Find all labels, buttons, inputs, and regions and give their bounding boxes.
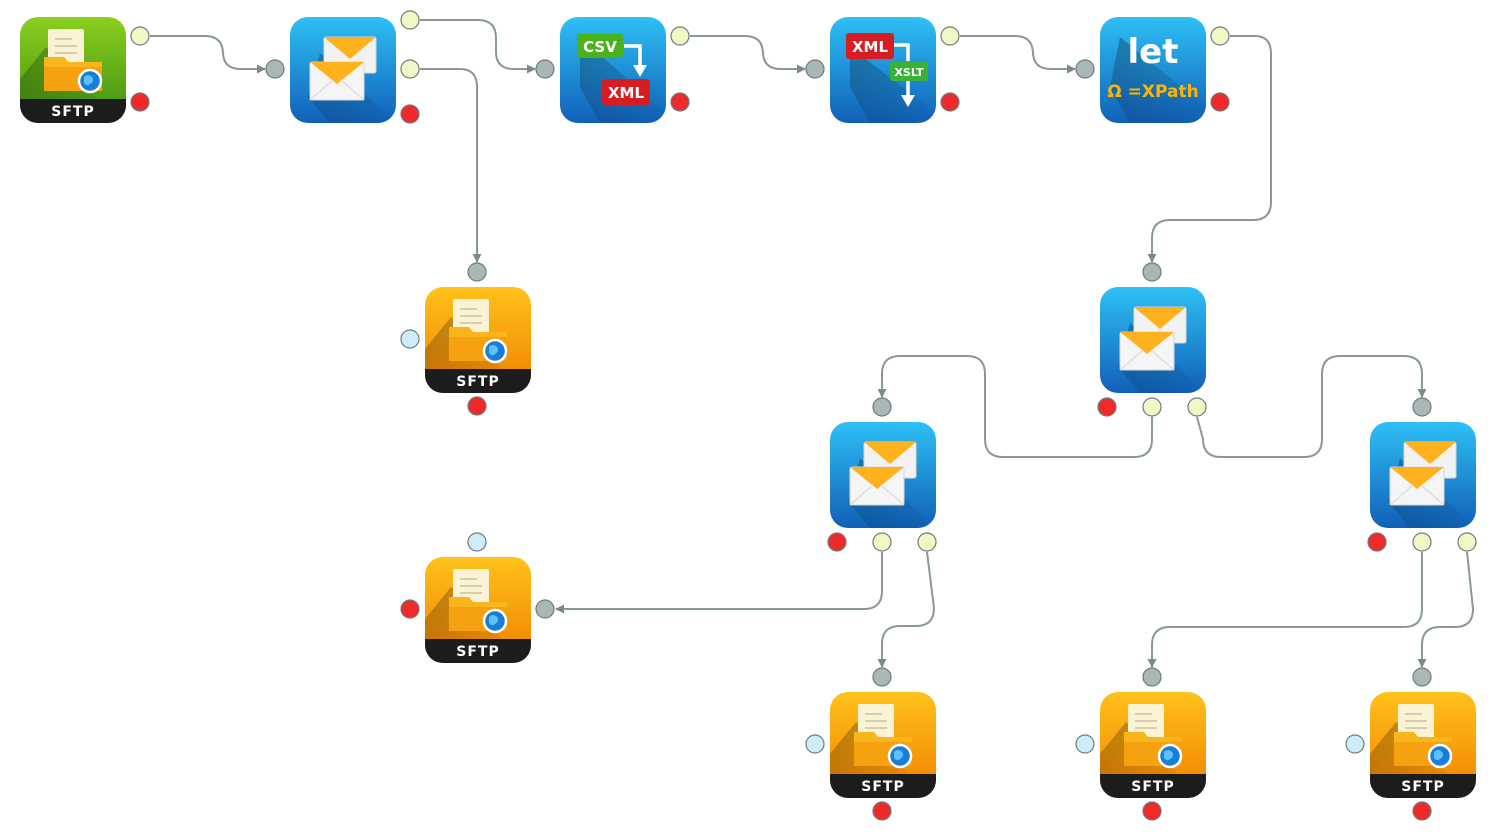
wire-xslt-to-let[interactable] [960,35,1076,74]
error-output-port[interactable] [1097,397,1117,417]
idle-port[interactable] [1345,734,1365,754]
node-label: SFTP [456,644,499,660]
error-output-port[interactable] [1142,801,1162,821]
ports [130,10,1477,821]
input-port[interactable] [265,59,285,79]
input-port[interactable] [1142,262,1162,282]
error-output-port[interactable] [827,532,847,552]
wire-let-to-message[interactable] [1147,35,1272,263]
wire-message-to-right-message[interactable] [1196,355,1427,458]
message-node[interactable] [1370,422,1476,528]
success-output-port[interactable] [670,26,690,46]
csv-to-xml-node[interactable]: CSV XML [560,17,666,123]
svg-text:let: let [1128,32,1179,72]
sftp-upload-node[interactable]: SFTP [830,692,936,798]
input-port[interactable] [1412,667,1432,687]
sftp-source-node[interactable]: SFTP [20,17,126,123]
wire-csv-xml-to-xslt[interactable] [690,35,806,74]
idle-port[interactable] [400,329,420,349]
success-output-port[interactable] [1412,532,1432,552]
success-output-port[interactable] [1142,397,1162,417]
input-port[interactable] [467,262,487,282]
node-label: SFTP [456,374,499,390]
error-output-port[interactable] [400,599,420,619]
error-output-port[interactable] [670,92,690,112]
success-output-port[interactable] [917,532,937,552]
node-label: SFTP [1401,779,1444,795]
idle-port[interactable] [467,532,487,552]
wire-message-to-sftp-upload[interactable] [420,68,482,263]
input-port[interactable] [872,397,892,417]
node-label: SFTP [861,779,904,795]
node-label: SFTP [1131,779,1174,795]
svg-text:CSV: CSV [583,38,617,56]
error-output-port[interactable] [1412,801,1432,821]
success-output-port[interactable] [400,59,420,79]
error-output-port[interactable] [1210,92,1230,112]
xml-xslt-icon: XML XSLT [846,33,936,123]
error-output-port[interactable] [872,801,892,821]
idle-port[interactable] [1075,734,1095,754]
wire-right-message-to-sftp-right[interactable] [1417,551,1475,668]
xslt-node[interactable]: XML XSLT [830,17,936,123]
input-port[interactable] [805,59,825,79]
svg-text:XSLT: XSLT [894,66,924,79]
csv-to-xml-icon: CSV XML [577,34,666,123]
input-port[interactable] [535,59,555,79]
error-output-port[interactable] [400,104,420,124]
let-xpath-node[interactable]: let Ω =XPath [1100,17,1206,123]
wire-right-message-to-sftp-mid[interactable] [1147,552,1423,668]
input-port[interactable] [1142,667,1162,687]
sftp-upload-node[interactable]: SFTP [425,287,531,393]
success-output-port[interactable] [872,532,892,552]
wire-message-to-csv-xml[interactable] [420,19,536,74]
error-output-port[interactable] [130,92,150,112]
svg-text:Ω =XPath: Ω =XPath [1107,82,1198,102]
input-port[interactable] [872,667,892,687]
wire-left-message-to-sftp-bottom[interactable] [877,551,936,668]
success-output-port[interactable] [940,26,960,46]
wire-message-to-left-message[interactable] [877,355,1153,458]
sftp-upload-node[interactable]: SFTP [1100,692,1206,798]
success-output-port[interactable] [1210,26,1230,46]
input-port[interactable] [535,599,555,619]
error-output-port[interactable] [467,396,487,416]
let-xpath-icon: let Ω =XPath [1107,32,1206,123]
success-output-port[interactable] [130,26,150,46]
message-node[interactable] [830,422,936,528]
success-output-port[interactable] [1187,397,1207,417]
wire-sftp-to-message[interactable] [150,35,266,74]
error-output-port[interactable] [940,92,960,112]
node-label: SFTP [51,104,94,120]
sftp-upload-node[interactable]: SFTP [425,557,531,663]
connections [150,19,1475,668]
success-output-port[interactable] [1457,532,1477,552]
message-node[interactable] [290,17,396,123]
input-port[interactable] [1412,397,1432,417]
success-output-port[interactable] [400,10,420,30]
input-port[interactable] [1075,59,1095,79]
sftp-upload-node[interactable]: SFTP [1370,692,1476,798]
svg-text:XML: XML [852,38,888,56]
svg-text:XML: XML [608,84,644,102]
message-node[interactable] [1100,287,1206,393]
error-output-port[interactable] [1367,532,1387,552]
idle-port[interactable] [805,734,825,754]
wire-left-message-to-sftp[interactable] [555,552,883,614]
